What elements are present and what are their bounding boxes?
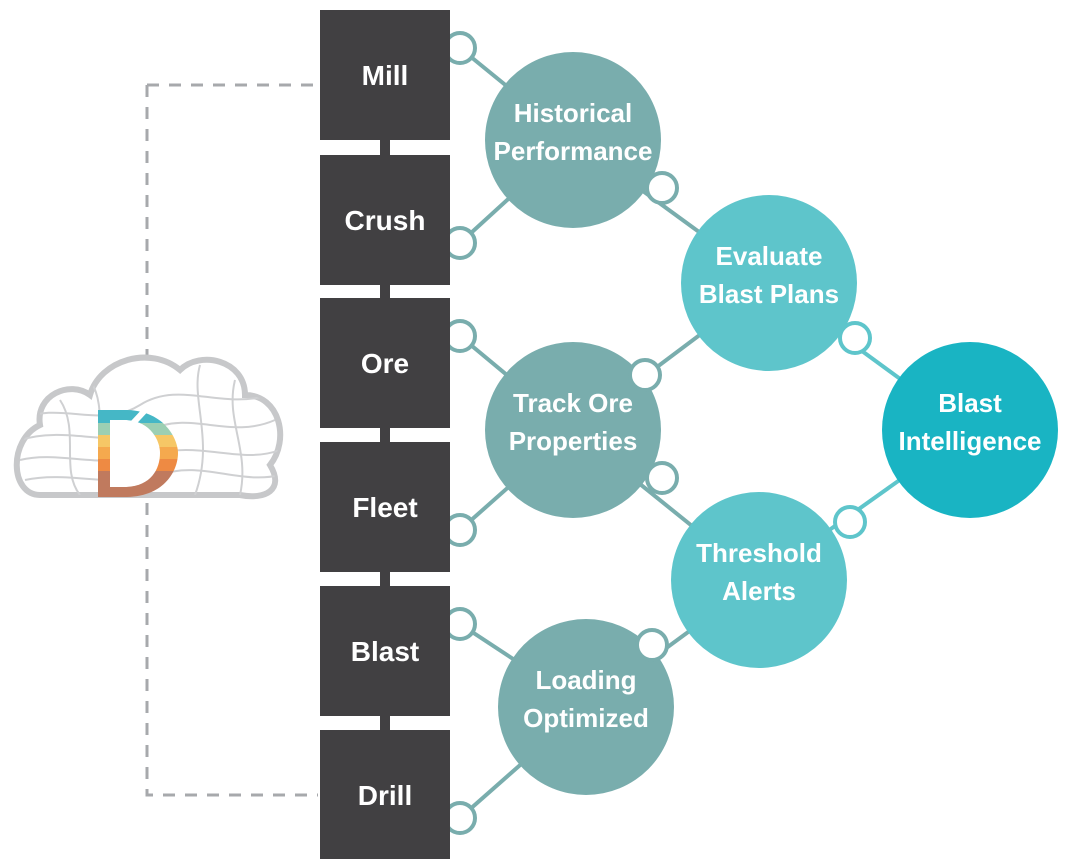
stage-box	[320, 730, 450, 859]
stage-link	[380, 716, 390, 730]
node-label-line: Threshold	[696, 538, 822, 568]
node-label-line: Historical	[514, 98, 633, 128]
stage-link	[380, 140, 390, 155]
node-circle	[498, 619, 674, 795]
stage-box	[320, 586, 450, 716]
node-circle	[882, 342, 1058, 518]
stage-label: Drill	[358, 780, 412, 811]
node-circle	[681, 195, 857, 371]
stage-label: Ore	[361, 348, 409, 379]
node-label-line: Blast Plans	[699, 279, 839, 309]
connector-ring	[838, 321, 872, 355]
cloud-logo-icon	[13, 354, 284, 500]
stage-crush: Crush	[320, 155, 450, 285]
cloud-connector-dashed-line	[145, 83, 318, 797]
stage-ore: Ore	[320, 298, 450, 428]
stage-label: Blast	[351, 636, 419, 667]
stage-blast: Blast	[320, 586, 450, 716]
node-label-line: Properties	[509, 426, 638, 456]
connector-ring	[645, 461, 679, 495]
node-label-line: Alerts	[722, 576, 796, 606]
stage-fleet: Fleet	[320, 442, 450, 572]
stage-mill: Mill	[320, 10, 450, 140]
stage-drill: Drill	[320, 730, 450, 859]
stage-box	[320, 298, 450, 428]
node-label-line: Performance	[494, 136, 653, 166]
stage-link	[380, 428, 390, 442]
node-label-line: Evaluate	[716, 241, 823, 271]
stage-label: Crush	[345, 205, 426, 236]
node-circle	[671, 492, 847, 668]
node-label-line: Track Ore	[513, 388, 633, 418]
connector-ring	[628, 358, 662, 392]
stage-box	[320, 442, 450, 572]
stage-box	[320, 155, 450, 285]
node-label-line: Optimized	[523, 703, 649, 733]
connector-ring	[635, 628, 669, 662]
node-label-line: Intelligence	[898, 426, 1041, 456]
node-label-line: Loading	[535, 665, 636, 695]
stage-link	[380, 572, 390, 586]
connector-ring	[645, 171, 679, 205]
stage-label: Fleet	[352, 492, 417, 523]
connector-ring	[833, 505, 867, 539]
node-label-line: Blast	[938, 388, 1002, 418]
stage-link	[380, 285, 390, 298]
node-circle	[485, 342, 661, 518]
stage-box	[320, 10, 450, 140]
stage-label: Mill	[362, 60, 409, 91]
node-circle	[485, 52, 661, 228]
